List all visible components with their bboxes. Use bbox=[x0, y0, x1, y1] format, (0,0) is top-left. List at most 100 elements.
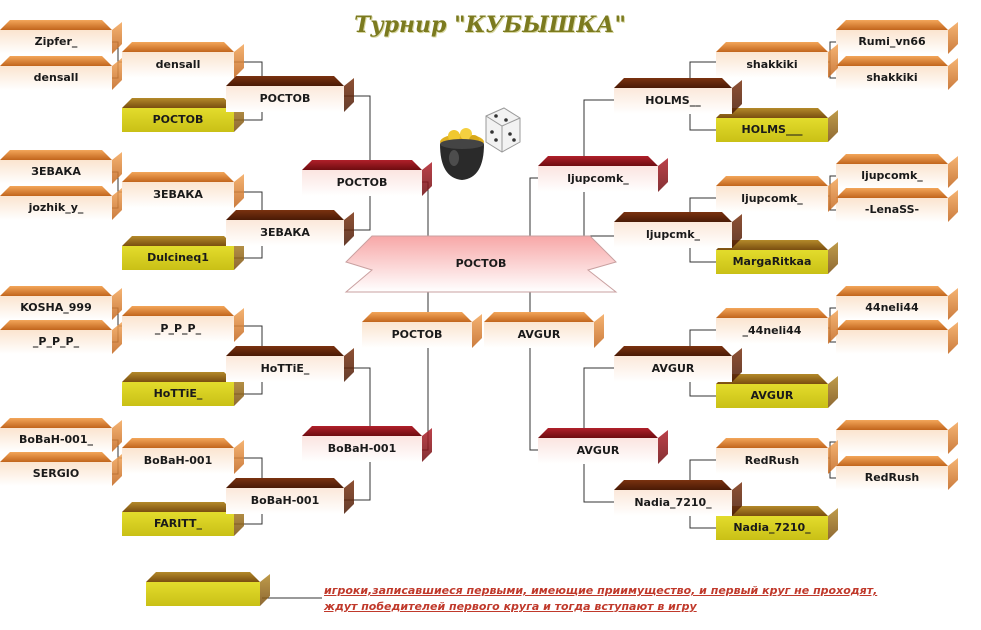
bracket-slot bbox=[122, 42, 244, 78]
slot-face bbox=[122, 382, 234, 406]
slot-bevel bbox=[716, 374, 828, 384]
slot-face bbox=[226, 488, 344, 514]
slot-bevel bbox=[836, 154, 948, 164]
bracket-slot bbox=[716, 438, 838, 474]
slot-side bbox=[234, 440, 244, 474]
slot-side bbox=[948, 322, 958, 354]
slot-side bbox=[828, 110, 838, 142]
legend-text-line-1: игроки,записавшиеся первыми, имеющие при… bbox=[324, 584, 878, 597]
slot-side bbox=[234, 308, 244, 342]
slot-label-l-r1-4: jozhik_y_ bbox=[28, 201, 84, 214]
slot-face bbox=[716, 448, 828, 474]
slot-side bbox=[732, 214, 742, 248]
bracket-slot bbox=[0, 186, 122, 220]
slot-face bbox=[226, 356, 344, 382]
slot-side bbox=[732, 482, 742, 516]
slot-label-l-r2-3: _P_P_P_ bbox=[154, 322, 202, 335]
slot-label-l-r1-8: SERGIO bbox=[32, 467, 80, 480]
slot-label-l-r2-1: densall bbox=[155, 58, 201, 71]
slot-side bbox=[422, 428, 432, 462]
slot-side bbox=[112, 22, 122, 54]
slot-label-r-r3-3: AVGUR bbox=[651, 362, 695, 375]
slot-bevel bbox=[122, 306, 234, 316]
slot-face bbox=[836, 30, 948, 54]
bracket-slot bbox=[716, 308, 838, 344]
bracket-slot bbox=[614, 212, 742, 248]
slot-bevel bbox=[614, 78, 732, 88]
slot-face bbox=[716, 384, 828, 408]
bracket-slot bbox=[226, 76, 354, 112]
slot-face bbox=[614, 88, 732, 114]
slot-label-l-r1-3: ЗЕВАКА bbox=[31, 165, 81, 178]
slot-side bbox=[828, 508, 838, 540]
slot-label-r-bye-4: Nadia_7210_ bbox=[733, 521, 811, 534]
slot-face bbox=[614, 222, 732, 248]
slot-face bbox=[538, 438, 658, 464]
slot-side bbox=[948, 422, 958, 454]
slot-label-r-r4-2: AVGUR bbox=[576, 444, 620, 457]
slot-bevel bbox=[0, 418, 112, 428]
slot-side bbox=[234, 174, 244, 208]
slot-label-l-r1-5: KOSHA_999 bbox=[20, 301, 92, 314]
slot-bevel bbox=[836, 56, 948, 66]
bracket-slot bbox=[122, 172, 244, 208]
slot-label-l-bye-3: HoTTiE_ bbox=[153, 387, 203, 400]
slot-side bbox=[658, 430, 668, 464]
slot-face bbox=[716, 250, 828, 274]
slot-label-r-r1-5: 44neli44 bbox=[865, 301, 919, 314]
slot-side bbox=[828, 310, 838, 344]
slot-side bbox=[344, 348, 354, 382]
slot-bevel bbox=[0, 20, 112, 30]
slot-bevel bbox=[226, 210, 344, 220]
slot-side bbox=[112, 420, 122, 452]
bracket-slot bbox=[716, 240, 838, 274]
slot-label-l-bye-2: Dulcineq1 bbox=[147, 251, 209, 264]
slot-bevel bbox=[226, 76, 344, 86]
bracket-slot bbox=[0, 20, 122, 54]
bracket-slot bbox=[122, 438, 244, 474]
slot-face bbox=[538, 166, 658, 192]
slot-face bbox=[122, 448, 234, 474]
final-banner bbox=[344, 235, 618, 293]
slot-face bbox=[614, 356, 732, 382]
slot-label-r-r1-8: RedRush bbox=[864, 471, 920, 484]
bracket-slot bbox=[836, 20, 958, 54]
bracket-slot bbox=[716, 506, 838, 540]
bracket-slot bbox=[716, 176, 838, 212]
final-winner-label: РОСТОВ bbox=[455, 257, 507, 270]
slot-bevel bbox=[122, 372, 234, 382]
slot-bevel bbox=[836, 320, 948, 330]
bracket-slot bbox=[716, 374, 838, 408]
dice-icon bbox=[485, 107, 521, 153]
slot-side bbox=[112, 188, 122, 220]
slot-side bbox=[948, 458, 958, 490]
slot-face bbox=[122, 512, 234, 536]
slot-bevel bbox=[836, 188, 948, 198]
slot-side bbox=[948, 288, 958, 320]
slot-label-r-r4-1: ljupcomk_ bbox=[567, 172, 629, 185]
bracket-slot bbox=[302, 426, 432, 462]
slot-face bbox=[614, 490, 732, 516]
slot-face bbox=[0, 296, 112, 320]
slot-label-r-r3-2: ljupcmk_ bbox=[645, 228, 701, 241]
slot-face bbox=[122, 316, 234, 342]
slot-side bbox=[732, 348, 742, 382]
slot-side bbox=[828, 440, 838, 474]
legend-sample-box bbox=[146, 572, 270, 606]
slot-face bbox=[716, 516, 828, 540]
slot-side bbox=[234, 44, 244, 78]
slot-face bbox=[836, 330, 948, 354]
slot-bevel bbox=[716, 308, 828, 318]
slot-bevel bbox=[302, 426, 422, 436]
slot-face bbox=[716, 318, 828, 344]
slot-bevel bbox=[538, 156, 658, 166]
slot-side bbox=[344, 78, 354, 112]
slot-face bbox=[0, 66, 112, 90]
slot-bevel bbox=[226, 478, 344, 488]
slot-face bbox=[716, 118, 828, 142]
slot-label-l-r2-2: ЗЕВАКА bbox=[153, 188, 203, 201]
slot-side bbox=[344, 212, 354, 246]
slot-label-l-r3-2: ЗЕВАКА bbox=[260, 226, 310, 239]
slot-side bbox=[948, 22, 958, 54]
slot-label-l-r1-6: _P_P_P_ bbox=[32, 335, 80, 348]
